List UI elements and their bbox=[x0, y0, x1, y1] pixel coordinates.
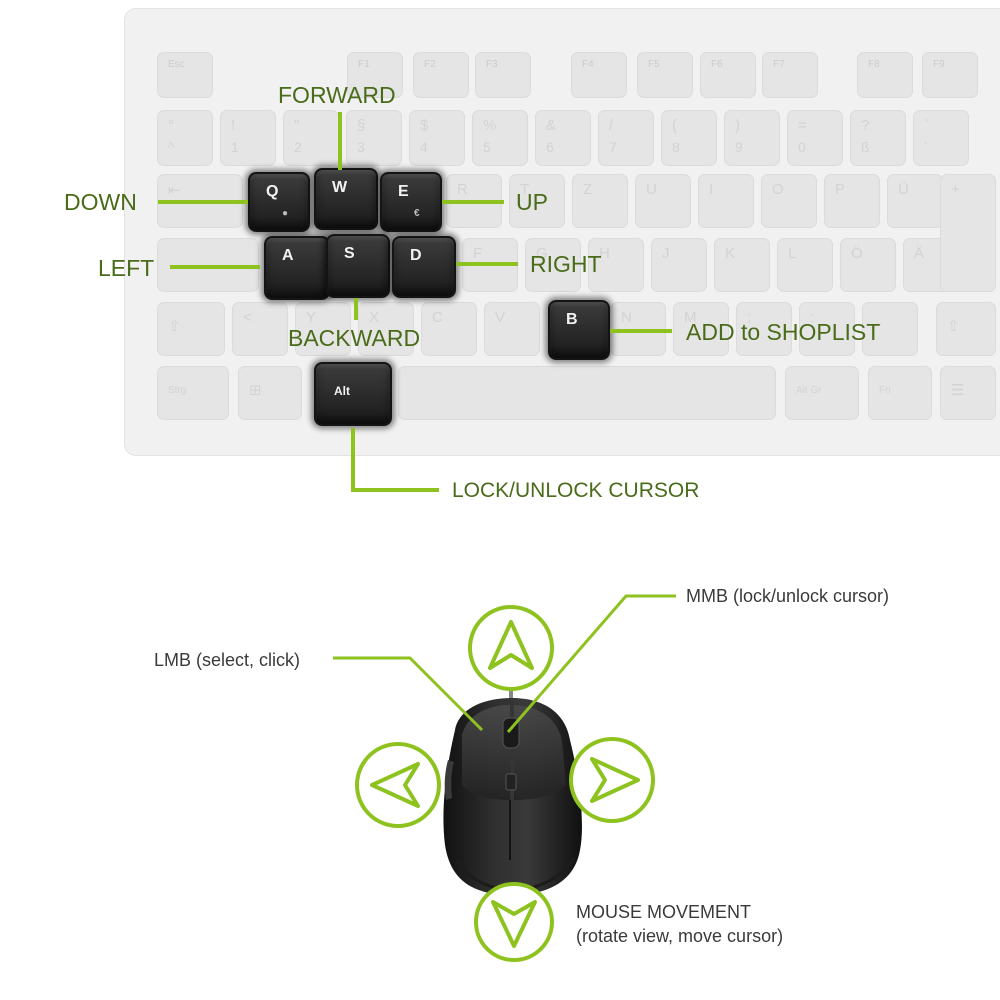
shift-icon: ⇧ bbox=[168, 318, 181, 335]
numkey-11: ?ß bbox=[850, 110, 906, 166]
plus-icon: + bbox=[951, 181, 960, 198]
key-b[interactable]: B bbox=[548, 300, 610, 360]
space-key bbox=[398, 366, 776, 420]
fkey-7: F7 bbox=[762, 52, 818, 98]
row3-key-5: L bbox=[777, 238, 833, 292]
row4-key-8: : bbox=[799, 302, 855, 356]
numkey-5: %5 bbox=[472, 110, 528, 166]
fkey-0: Esc bbox=[157, 52, 213, 98]
row2-key-4: I bbox=[698, 174, 754, 228]
windows-key: ⊞ bbox=[238, 366, 302, 420]
callout-line-down bbox=[158, 200, 248, 204]
fkey-3: F3 bbox=[475, 52, 531, 98]
arrow-down-icon bbox=[474, 882, 554, 962]
label-mouse-movement-detail: (rotate view, move cursor) bbox=[576, 926, 784, 946]
fkey-1: F1 bbox=[347, 52, 403, 98]
arrow-right-icon bbox=[569, 737, 655, 823]
row2-key-1: T bbox=[509, 174, 565, 228]
fkey-8: F8 bbox=[857, 52, 913, 98]
label-mouse-movement-title: MOUSE MOVEMENT bbox=[576, 902, 752, 922]
label-lmb: LMB (select, click) bbox=[154, 650, 301, 670]
row3-key-1: G bbox=[525, 238, 581, 292]
numkey-9: )9 bbox=[724, 110, 780, 166]
row4-key-7: ; bbox=[736, 302, 792, 356]
row4-key-1: Y bbox=[295, 302, 351, 356]
row3-key-2: H bbox=[588, 238, 644, 292]
row2-key-2: Z bbox=[572, 174, 628, 228]
fkey-9: F9 bbox=[922, 52, 978, 98]
callout-line-lock-horizontal bbox=[351, 488, 439, 492]
row4-key-6: M bbox=[673, 302, 729, 356]
callout-line-forward bbox=[338, 112, 342, 170]
mouse-body bbox=[443, 698, 582, 895]
label-add-to-shoplist: ADD to SHOPLIST bbox=[686, 319, 881, 345]
altgr-key: Alt Gr bbox=[785, 366, 859, 420]
shift-right-key: ⇧ bbox=[936, 302, 996, 356]
numkey-0: °^ bbox=[157, 110, 213, 166]
fkey-2: F2 bbox=[413, 52, 469, 98]
shift-left-key: ⇧ bbox=[157, 302, 225, 356]
shift-icon: ⇧ bbox=[947, 318, 960, 335]
arrow-up-icon bbox=[468, 605, 554, 691]
label-forward: FORWARD bbox=[278, 82, 396, 108]
numkey-10: =0 bbox=[787, 110, 843, 166]
row2-key-6: P bbox=[824, 174, 880, 228]
numkey-7: /7 bbox=[598, 110, 654, 166]
menu-icon: ☰ bbox=[951, 382, 965, 399]
enter-key: + bbox=[940, 174, 996, 292]
row2-key-7: Ü bbox=[887, 174, 943, 228]
ctrl-key: Strg bbox=[157, 366, 229, 420]
callout-line-backward bbox=[354, 298, 358, 320]
numkey-12: `´ bbox=[913, 110, 969, 166]
fkey-4: F4 bbox=[571, 52, 627, 98]
row3-key-4: K bbox=[714, 238, 770, 292]
row4-key-3: C bbox=[421, 302, 477, 356]
numkey-1: !1 bbox=[220, 110, 276, 166]
arrow-left-icon bbox=[355, 742, 441, 828]
key-w[interactable]: W bbox=[314, 168, 378, 230]
row3-key-6: Ö bbox=[840, 238, 896, 292]
key-q[interactable]: Q ● bbox=[248, 172, 310, 232]
numkey-4: $4 bbox=[409, 110, 465, 166]
key-a[interactable]: A bbox=[264, 236, 330, 300]
callout-line-mmb bbox=[506, 594, 676, 733]
callout-line-lmb bbox=[333, 656, 484, 732]
label-backward: BACKWARD bbox=[288, 325, 421, 351]
callout-line-up bbox=[442, 200, 504, 204]
label-left: LEFT bbox=[98, 255, 155, 281]
fkey-6: F6 bbox=[700, 52, 756, 98]
label-up: UP bbox=[516, 189, 548, 215]
menu-key: ☰ bbox=[940, 366, 996, 420]
row2-key-3: U bbox=[635, 174, 691, 228]
row4-key-9: _ bbox=[862, 302, 918, 356]
row4-key-0: < bbox=[232, 302, 288, 356]
label-right: RIGHT bbox=[530, 251, 602, 277]
label-lock-unlock-cursor: LOCK/UNLOCK CURSOR bbox=[452, 479, 700, 502]
row4-key-4: V bbox=[484, 302, 540, 356]
numkey-3: §3 bbox=[346, 110, 402, 166]
windows-icon: ⊞ bbox=[249, 382, 262, 399]
callout-line-shoplist bbox=[610, 329, 672, 333]
at-icon: ● bbox=[282, 208, 289, 219]
key-e[interactable]: E € bbox=[380, 172, 442, 232]
numkey-6: &6 bbox=[535, 110, 591, 166]
mouse-diagram bbox=[333, 594, 676, 962]
row4-key-2: X bbox=[358, 302, 414, 356]
callout-line-right bbox=[456, 262, 518, 266]
numkey-2: "2 bbox=[283, 110, 339, 166]
fn-key: Fn bbox=[868, 366, 932, 420]
label-down: DOWN bbox=[64, 189, 137, 215]
fkey-5: F5 bbox=[637, 52, 693, 98]
tab-icon: ⇤ bbox=[168, 182, 181, 199]
key-alt[interactable]: Alt bbox=[314, 362, 392, 426]
callout-line-left bbox=[170, 265, 260, 269]
row3-key-3: J bbox=[651, 238, 707, 292]
key-d[interactable]: D bbox=[392, 236, 456, 298]
key-s[interactable]: S bbox=[326, 234, 390, 298]
row2-key-5: O bbox=[761, 174, 817, 228]
label-mmb: MMB (lock/unlock cursor) bbox=[686, 586, 890, 606]
callout-line-lock-vertical bbox=[351, 428, 355, 492]
numkey-8: (8 bbox=[661, 110, 717, 166]
